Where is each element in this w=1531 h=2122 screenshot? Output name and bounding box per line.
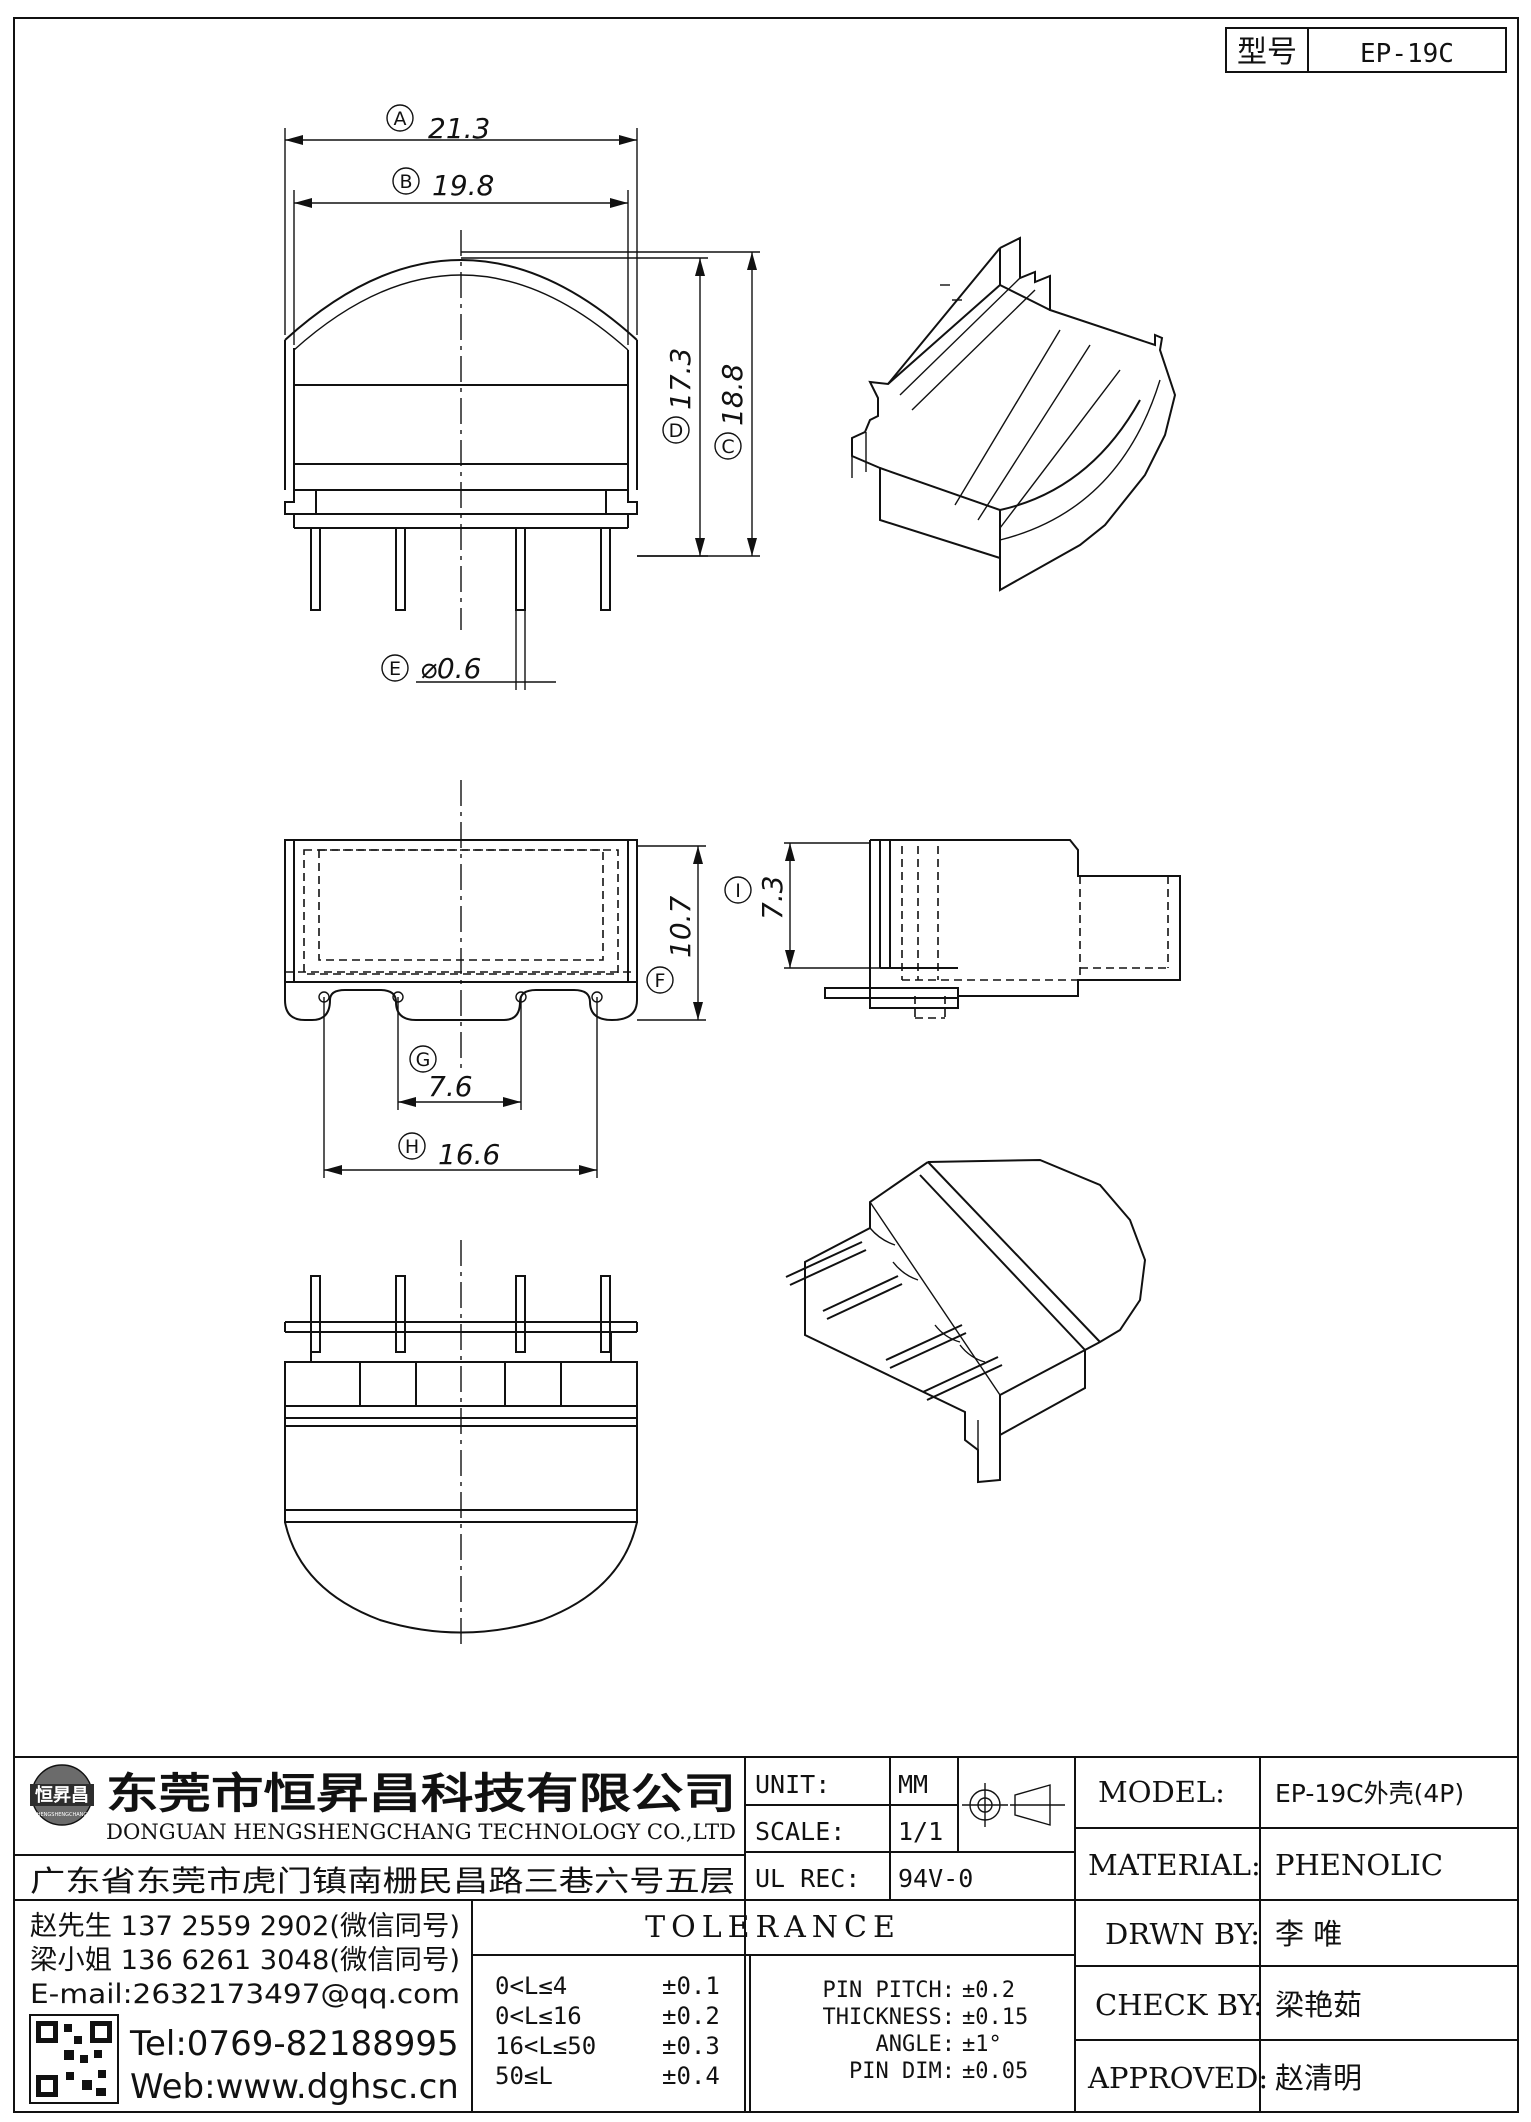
extra-tolerance-value: ±0.2 xyxy=(962,1978,1015,2003)
title-block xyxy=(14,1756,1518,2112)
dim-label-F: F 10.7 xyxy=(646,895,697,994)
dim-label-H: H 16.6 xyxy=(398,1132,500,1171)
contact-line-2: 梁小姐 136 6261 3048(微信同号) xyxy=(30,1945,460,1976)
unit-label: UNIT: xyxy=(755,1770,830,1799)
extra-tolerance-value: ±0.05 xyxy=(962,2059,1028,2084)
side-view xyxy=(784,839,1181,1019)
isometric-view-top xyxy=(851,236,1177,592)
svg-text:HENGSHENGCHANG: HENGSHENGCHANG xyxy=(37,1812,88,1818)
contact-line-1: 赵先生 137 2559 2902(微信同号) xyxy=(30,1911,460,1942)
sheet-border xyxy=(13,17,1519,2113)
scale-label: SCALE: xyxy=(755,1817,845,1846)
header-model-box: 型号 EP-19C xyxy=(1225,27,1507,73)
check-label: CHECK BY: xyxy=(1095,1988,1263,2022)
extra-tolerance-label: PIN PITCH: xyxy=(823,1978,955,2003)
tolerance-table: 0<L≤4 ±0.1 0<L≤16 ±0.2 16<L≤50 ±0.3 50≤L… xyxy=(495,1972,1028,2090)
svg-text:18.8: 18.8 xyxy=(716,364,749,426)
qr-code-icon xyxy=(29,2014,119,2104)
unit-value: MM xyxy=(898,1770,928,1799)
material-label: MATERIAL: xyxy=(1088,1848,1261,1882)
scale-value: 1/1 xyxy=(898,1817,943,1846)
svg-text:B: B xyxy=(399,171,412,193)
extra-tolerance-label: PIN DIM: xyxy=(849,2059,955,2084)
tolerance-value: ±0.1 xyxy=(662,1972,720,2000)
company-address: 广东省东莞市虎门镇南栅民昌路三巷六号五层 xyxy=(30,1864,735,1898)
company-name-cn: 东莞市恒昇昌科技有限公司 xyxy=(106,1769,736,1818)
svg-text:H: H xyxy=(405,1136,419,1158)
front-view xyxy=(284,128,760,690)
extra-tolerance-label: THICKNESS: xyxy=(823,2005,955,2030)
svg-text:16.6: 16.6 xyxy=(438,1138,500,1171)
dim-label-B: B 19.8 xyxy=(392,167,494,202)
header-model-value: EP-19C xyxy=(1360,39,1454,69)
svg-text:D: D xyxy=(669,420,684,442)
svg-text:10.7: 10.7 xyxy=(664,895,697,958)
svg-text:E: E xyxy=(389,658,401,680)
bottom-plan-view xyxy=(284,780,706,1178)
svg-text:⌀0.6: ⌀0.6 xyxy=(420,652,481,685)
extra-tolerance-value: ±1° xyxy=(962,2032,1002,2057)
check-value: 梁艳茹 xyxy=(1275,1988,1362,2022)
approved-value: 赵清明 xyxy=(1275,2061,1362,2095)
dim-label-A: A 21.3 xyxy=(386,104,490,145)
svg-text:17.3: 17.3 xyxy=(664,348,697,410)
drwn-value: 李 唯 xyxy=(1275,1917,1342,1951)
svg-text:I: I xyxy=(735,880,741,902)
extra-tolerance-label: ANGLE: xyxy=(876,2032,955,2057)
svg-text:C: C xyxy=(721,436,734,458)
projection-symbol-icon xyxy=(962,1783,1065,1827)
svg-text:19.8: 19.8 xyxy=(432,169,494,202)
company-name-en: DONGUAN HENGSHENGCHANG TECHNOLOGY CO.,LT… xyxy=(106,1820,736,1844)
svg-text:A: A xyxy=(394,108,407,130)
bottom-view xyxy=(284,1240,638,1650)
tolerance-value: ±0.2 xyxy=(662,2002,720,2030)
tolerance-title: TOLERANCE xyxy=(645,1910,901,1945)
svg-text:恒昇昌: 恒昇昌 xyxy=(35,1784,89,1806)
model-label: MODEL: xyxy=(1098,1775,1225,1809)
svg-text:G: G xyxy=(416,1049,431,1071)
tolerance-range: 0<L≤16 xyxy=(495,2002,582,2030)
tolerance-value: ±0.4 xyxy=(662,2062,720,2090)
contact-email: E-mail:2632173497@qq.com xyxy=(30,1979,460,2010)
svg-text:7.6: 7.6 xyxy=(428,1070,473,1103)
dim-label-C: C 18.8 xyxy=(714,364,749,460)
material-value: PHENOLIC xyxy=(1275,1848,1443,1882)
contact-web: Web:www.dghsc.cn xyxy=(130,2067,459,2107)
ulrec-label: UL REC: xyxy=(755,1864,860,1893)
svg-text:7.3: 7.3 xyxy=(756,875,789,920)
dim-label-E: E ⌀0.6 xyxy=(381,652,481,685)
tolerance-range: 0<L≤4 xyxy=(495,1972,567,2000)
tolerance-range: 50≤L xyxy=(495,2062,553,2090)
company-logo: 恒昇昌 HENGSHENGCHANG xyxy=(30,1764,94,1826)
dim-label-G: G 7.6 xyxy=(409,1045,473,1103)
dim-label-I: I 7.3 xyxy=(724,875,789,920)
dim-label-D: D 17.3 xyxy=(662,348,697,444)
svg-text:F: F xyxy=(655,970,666,992)
model-value: EP-19C外壳(4P) xyxy=(1275,1779,1464,1808)
ulrec-value: 94V-0 xyxy=(898,1864,973,1893)
tolerance-range: 16<L≤50 xyxy=(495,2032,596,2060)
header-model-label: 型号 xyxy=(1237,35,1297,70)
approved-label: APPROVED: xyxy=(1087,2061,1268,2095)
drwn-label: DRWN BY: xyxy=(1105,1917,1260,1951)
extra-tolerance-value: ±0.15 xyxy=(962,2005,1028,2030)
svg-text:21.3: 21.3 xyxy=(428,112,490,145)
tolerance-value: ±0.3 xyxy=(662,2032,720,2060)
contact-tel: Tel:0769-82188995 xyxy=(129,2024,459,2064)
isometric-view-bottom xyxy=(785,1158,1147,1484)
